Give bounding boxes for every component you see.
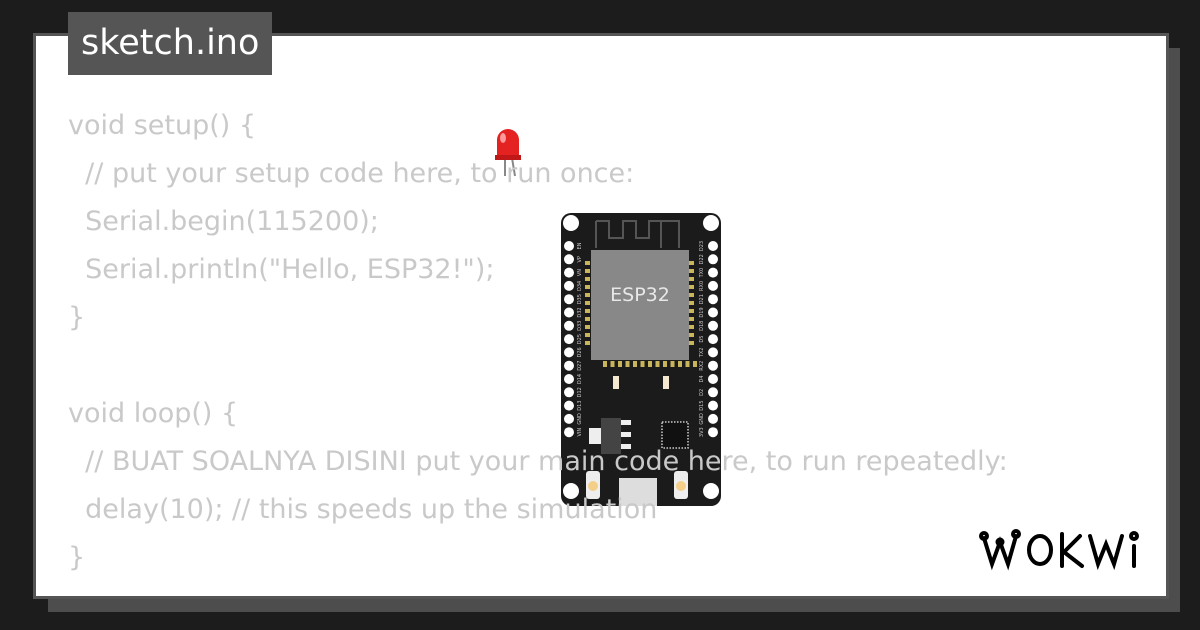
led-icon [495, 129, 521, 177]
pin-label: TX0 [699, 268, 705, 279]
pin-label: VP [577, 256, 583, 262]
pin-label: D27 [577, 361, 583, 371]
pin [564, 374, 574, 384]
pin [564, 413, 574, 424]
pin-label: D4 [699, 375, 705, 382]
pin-label: D19 [699, 307, 705, 317]
pin-label: D2 [699, 389, 705, 396]
pin [708, 360, 718, 371]
pin [564, 267, 574, 278]
pin [564, 320, 574, 331]
file-tab: sketch.ino [68, 12, 273, 75]
pin [564, 241, 574, 251]
pin [708, 374, 718, 384]
pin-label: D13 [577, 400, 583, 410]
pin-label: D5 [699, 336, 705, 343]
pin-label: RX2 [699, 361, 705, 371]
esp32-board: ESP32ENVPVND34D35D32D33D25D26D27D14D12D1… [561, 213, 721, 506]
pin [564, 254, 574, 265]
pin-label: D22 [699, 254, 705, 264]
antenna [595, 220, 680, 248]
pin-label: GND [699, 413, 705, 425]
esp32-chip [591, 250, 689, 360]
pin-label: TX2 [699, 348, 705, 359]
pin-label: GND [577, 413, 583, 425]
pin-label: D33 [577, 321, 583, 331]
pin [564, 294, 574, 305]
pin-label: D35 [577, 294, 583, 304]
pin-label: D21 [699, 294, 705, 304]
pin [708, 267, 718, 278]
pin [708, 334, 718, 345]
pin-label: VIN [577, 428, 583, 437]
pin [708, 347, 718, 358]
mount-hole [563, 215, 579, 231]
pin [708, 387, 718, 398]
pin [708, 280, 718, 291]
pin [708, 294, 718, 305]
pin-label: RX0 [699, 281, 705, 291]
pin-label: D15 [699, 400, 705, 410]
pin [708, 241, 718, 251]
pin [708, 320, 718, 331]
usb-port [619, 478, 657, 506]
mount-hole [703, 215, 719, 231]
pin-label: D18 [699, 321, 705, 331]
wokwi-logo [979, 529, 1139, 571]
mount-hole [563, 483, 579, 499]
mount-hole [703, 483, 719, 499]
pin [564, 427, 574, 438]
pin [708, 254, 718, 265]
chip-label: ESP32 [610, 284, 670, 306]
pin [564, 334, 574, 345]
pin [708, 427, 718, 438]
pin-label: D12 [577, 387, 583, 397]
pin [564, 347, 574, 358]
pin [564, 307, 574, 318]
pin [708, 307, 718, 318]
pin [564, 280, 574, 291]
pin-label: D23 [699, 241, 705, 251]
pin-label: EN [577, 242, 583, 249]
pin [564, 360, 574, 371]
pin [564, 387, 574, 398]
pin-label: D14 [577, 374, 583, 384]
pin [564, 400, 574, 411]
pin-label: D32 [577, 307, 583, 317]
pin-label: 3V3 [699, 427, 705, 437]
pin-label: D25 [577, 334, 583, 344]
pin-label: VN [577, 269, 583, 276]
pin-label: D34 [577, 281, 583, 291]
pin [708, 400, 718, 411]
pin-label: D26 [577, 347, 583, 357]
pin [708, 413, 718, 424]
